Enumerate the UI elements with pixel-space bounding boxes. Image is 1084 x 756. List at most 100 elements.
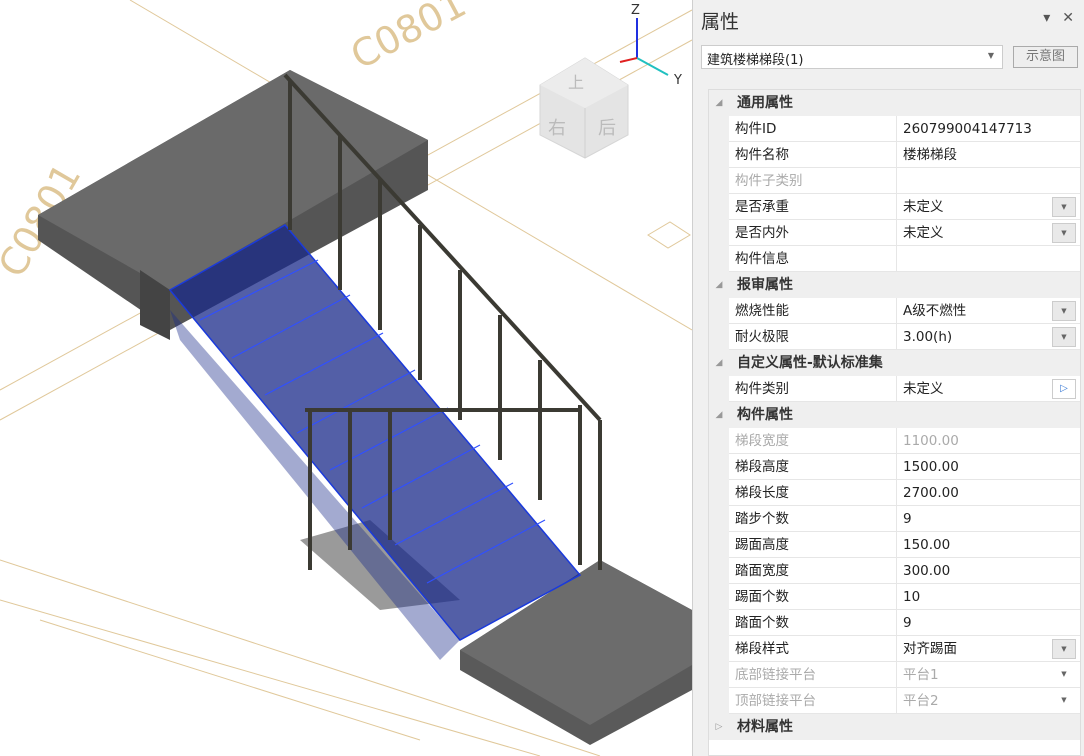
group-header[interactable]: ▷ 材料属性 (709, 714, 1080, 740)
play-icon[interactable]: ▷ (1052, 379, 1076, 399)
property-label: 踏步个数 (729, 506, 897, 532)
axis-gizmo (619, 18, 669, 76)
property-label: 是否内外 (729, 220, 897, 246)
property-value[interactable]: 未定义 ▷ (897, 376, 1080, 402)
view-cube-right[interactable]: 后 (598, 118, 616, 139)
property-label: 耐火极限 (729, 324, 897, 350)
chevron-down-icon: ▼ (987, 51, 994, 60)
property-row: 梯段高度 1500.00 (709, 454, 1080, 480)
group-label: 材料属性 (737, 719, 793, 735)
dropdown-button[interactable]: ▼ (1052, 197, 1076, 217)
dropdown-button[interactable]: ▼ (1052, 639, 1076, 659)
dropdown-button[interactable]: ▼ (1061, 696, 1067, 704)
property-label: 燃烧性能 (729, 298, 897, 324)
property-row: 踏面宽度 300.00 (709, 558, 1080, 584)
property-value[interactable]: 300.00 (897, 558, 1080, 584)
schematic-button[interactable]: 示意图 (1013, 46, 1078, 68)
property-value[interactable]: 未定义▼ (897, 220, 1080, 246)
element-type-select[interactable]: 建筑楼梯梯段(1)▼ (701, 45, 1003, 69)
property-value[interactable]: 楼梯梯段 (897, 142, 1080, 168)
property-row: 构件名称楼梯梯段 (709, 142, 1080, 168)
property-value[interactable]: 对齐踢面 ▼ (897, 636, 1080, 662)
property-row: 构件子类别 (709, 168, 1080, 194)
property-value-text: 1500.00 (903, 459, 959, 475)
property-value-text: A级不燃性 (903, 303, 967, 319)
property-value-text: 10 (903, 589, 921, 605)
dropdown-button[interactable]: ▼ (1052, 327, 1076, 347)
dropdown-button[interactable]: ▼ (1061, 670, 1067, 678)
property-value-text: 9 (903, 615, 912, 631)
property-row: 顶部链接平台平台2▼ (709, 688, 1080, 714)
property-value[interactable]: A级不燃性 ▼ (897, 298, 1080, 324)
property-label: 踏面个数 (729, 610, 897, 636)
group-label: 通用属性 (737, 95, 793, 111)
property-value[interactable]: 9 (897, 610, 1080, 636)
property-value[interactable]: 3.00(h) ▼ (897, 324, 1080, 350)
property-row: 是否内外未定义▼ (709, 220, 1080, 246)
property-label: 踢面高度 (729, 532, 897, 558)
property-value-text: 对齐踢面 (903, 641, 957, 657)
stair-model-view[interactable]: C0801 C0801 Z Y 上 右 后 (0, 0, 692, 756)
property-row: 燃烧性能 A级不燃性 ▼ (709, 298, 1080, 324)
property-value[interactable]: 未定义▼ (897, 194, 1080, 220)
group-header[interactable]: ◢报审属性 (709, 272, 1080, 298)
collapse-icon[interactable]: ◢ (715, 358, 723, 368)
property-value-text: 300.00 (903, 563, 951, 579)
group-header[interactable]: ◢ 通用属性 (709, 90, 1080, 116)
property-value[interactable]: 2700.00 (897, 480, 1080, 506)
group-header[interactable]: ◢ 自定义属性-默认标准集 (709, 350, 1080, 376)
3d-viewport[interactable]: C0801 C0801 Z Y 上 右 后 (0, 0, 692, 756)
collapse-icon[interactable]: ◢ (715, 280, 723, 290)
property-value (897, 168, 1080, 194)
group-label: 构件属性 (737, 407, 793, 423)
property-value[interactable]: 150.00 (897, 532, 1080, 558)
property-value-text: 9 (903, 511, 912, 527)
dropdown-button[interactable]: ▼ (1052, 223, 1076, 243)
property-label: 底部链接平台 (729, 662, 897, 688)
dropdown-button[interactable]: ▼ (1052, 301, 1076, 321)
property-value-text: 平台2 (903, 693, 939, 709)
property-row: 构件类别未定义▷ (709, 376, 1080, 402)
property-value[interactable]: 260799004147713 (897, 116, 1080, 142)
property-value[interactable]: 9 (897, 506, 1080, 532)
property-value-text: 未定义 (903, 381, 944, 397)
property-value-text: 平台1 (903, 667, 939, 683)
view-cube-top[interactable]: 上 (568, 73, 584, 92)
view-cube-left[interactable]: 右 (548, 118, 566, 139)
property-label: 梯段高度 (729, 454, 897, 480)
expand-icon[interactable]: ▷ (715, 722, 723, 732)
collapse-icon[interactable]: ◢ (715, 410, 723, 420)
property-value-text: 1100.00 (903, 433, 959, 449)
panel-menu-icon[interactable]: ▾ (1043, 10, 1051, 26)
property-value-text: 楼梯梯段 (903, 147, 957, 163)
property-label: 构件ID (729, 116, 897, 142)
property-row: 梯段长度 2700.00 (709, 480, 1080, 506)
group-header[interactable]: ◢ 构件属性 (709, 402, 1080, 428)
selected-stair-flight[interactable] (168, 224, 582, 641)
property-row: 构件ID 260799004147713 (709, 116, 1080, 142)
property-label: 梯段样式 (729, 636, 897, 662)
property-value[interactable] (897, 246, 1080, 272)
property-row: 耐火极限 3.00(h) ▼ (709, 324, 1080, 350)
view-cube[interactable]: 上 右 后 (539, 57, 629, 159)
property-value: 平台1 ▼ (897, 662, 1080, 688)
property-value-text: 260799004147713 (903, 121, 1032, 137)
property-value-text: 2700.00 (903, 485, 959, 501)
collapse-icon[interactable]: ◢ (715, 98, 723, 108)
property-value[interactable]: 1500.00 (897, 454, 1080, 480)
group-label: 自定义属性-默认标准集 (737, 355, 883, 371)
property-label: 构件子类别 (729, 168, 897, 194)
property-label: 梯段长度 (729, 480, 897, 506)
property-row: 底部链接平台平台1 ▼ (709, 662, 1080, 688)
floor-label: C0801 (344, 0, 473, 78)
property-value: 1100.00 (897, 428, 1080, 454)
close-icon[interactable]: ✕ (1062, 10, 1074, 26)
property-label: 踏面宽度 (729, 558, 897, 584)
property-label: 构件名称 (729, 142, 897, 168)
property-value[interactable]: 10 (897, 584, 1080, 610)
property-value-text: 3.00(h) (903, 329, 953, 345)
